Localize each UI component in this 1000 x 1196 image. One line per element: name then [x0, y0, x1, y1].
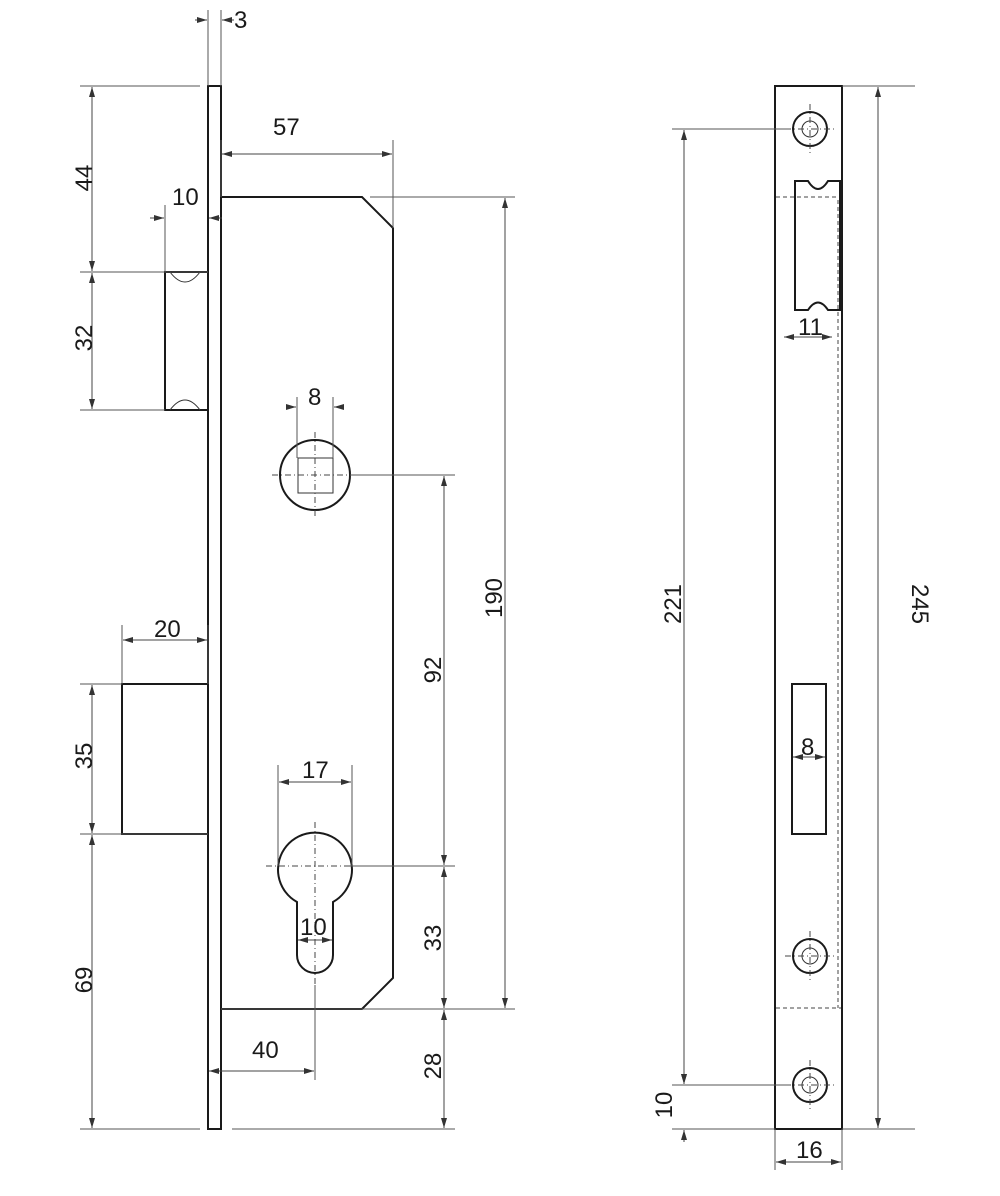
latch-bolt [164, 271, 208, 411]
dim-backset: 40 [252, 1037, 279, 1064]
dim-spindle-to-cylinder: 92 [420, 657, 447, 684]
lock-case [221, 196, 394, 1010]
dim-screw-edge-offset: 10 [651, 1092, 678, 1119]
cylinder-cutout [277, 831, 353, 974]
dim-top-offset: 44 [71, 165, 98, 192]
dim-screw-spacing: 221 [660, 584, 687, 624]
dim-latch-height: 32 [71, 325, 98, 352]
faceplate [207, 85, 222, 1130]
dim-bolt-height: 35 [71, 743, 98, 770]
dim-backset-depth: 57 [273, 114, 300, 141]
dim-case-height: 190 [481, 578, 508, 618]
latch-bevel-top [169, 271, 201, 283]
screw-hole-top [785, 104, 837, 154]
screw-hole-middle [785, 931, 837, 981]
latch-bevel-bottom [169, 399, 201, 411]
front-view: 11 8 221 245 10 16 [651, 85, 933, 1170]
dead-bolt [121, 683, 209, 835]
bolt-slot [791, 683, 827, 835]
dim-bolt-slot-width: 8 [801, 734, 814, 761]
front-faceplate [774, 85, 843, 1130]
dim-cylinder-slot: 10 [300, 914, 327, 941]
dim-cylinder-width: 17 [302, 757, 329, 784]
dim-bolt-projection: 20 [154, 616, 181, 643]
latch-slot [794, 180, 841, 311]
dim-plate-length: 245 [906, 584, 933, 624]
dim-latch-projection: 10 [172, 184, 199, 211]
dim-spindle-square: 8 [308, 384, 321, 411]
dim-cylinder-to-case: 33 [420, 925, 447, 952]
screw-hole-bottom [785, 1060, 837, 1110]
dim-latch-slot-width: 11 [798, 314, 823, 341]
dim-plate-width: 16 [796, 1137, 823, 1164]
dim-case-bottom-offset: 28 [420, 1053, 447, 1080]
dim-faceplate-thickness: 3 [234, 7, 247, 34]
side-view: 3 57 10 44 32 8 20 35 69 17 10 [71, 7, 515, 1130]
dim-bottom-offset: 69 [71, 967, 98, 994]
